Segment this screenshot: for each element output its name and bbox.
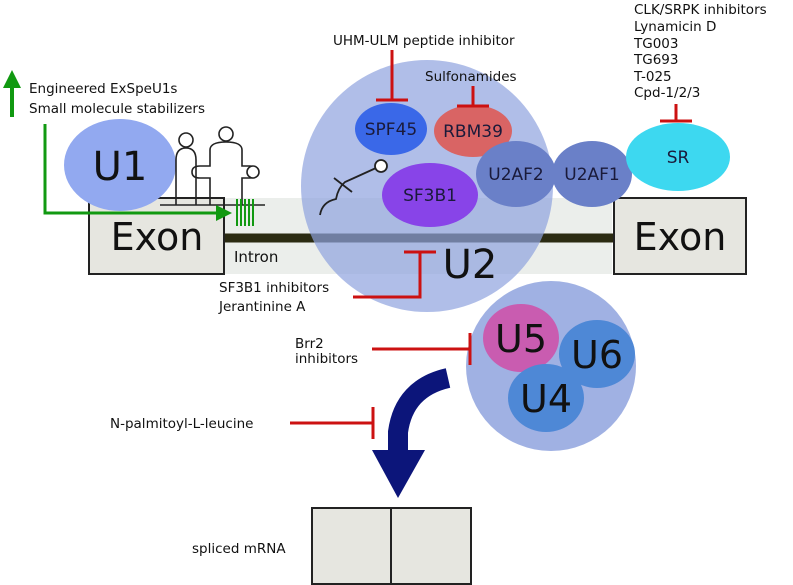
u5-snrnp xyxy=(483,304,559,372)
sulfonamides-label: Sulfonamides xyxy=(425,69,517,85)
u2-label: U2 xyxy=(443,242,498,288)
intron-label: Intron xyxy=(234,248,278,266)
sf3b1-protein xyxy=(382,163,478,227)
exon-left-box xyxy=(88,197,225,275)
clk-srpk-line-6: Cpd-1/2/3 xyxy=(634,85,700,101)
rbm39-label: RBM39 xyxy=(443,122,503,142)
uhm-ulm-inhibitor-symbol xyxy=(376,50,408,102)
spliced-mrna-exon-2 xyxy=(390,507,472,585)
sf3b1-label: SF3B1 xyxy=(403,186,457,206)
u2af2-protein xyxy=(476,141,556,207)
u4-snrnp xyxy=(508,364,584,432)
splicing-arrow xyxy=(372,368,451,498)
exon-left-label: Exon xyxy=(111,215,204,259)
u5-label: U5 xyxy=(495,317,547,361)
u2af2-label: U2AF2 xyxy=(488,165,543,185)
u6-snrnp xyxy=(559,320,635,388)
u4-label: U4 xyxy=(520,377,572,421)
sr-protein xyxy=(626,123,730,191)
clk-srpk-line-3: TG003 xyxy=(633,36,678,52)
spliced-mrna-label: spliced mRNA xyxy=(192,541,286,557)
exon-right-box xyxy=(613,197,747,275)
u1-label: U1 xyxy=(93,144,148,190)
palmitoyl-inhibitor-symbol xyxy=(290,407,375,439)
binding-site-stripes xyxy=(236,199,254,226)
palmitoyl-label: N-palmitoyl-L-leucine xyxy=(110,416,253,432)
brr2-line-2: inhibitors xyxy=(295,351,358,367)
uhm-ulm-label: UHM-ULM peptide inhibitor xyxy=(333,33,515,49)
sf3b1-inhibitor-line-2: Jerantinine A xyxy=(218,299,306,315)
brr2-line-1: Brr2 xyxy=(295,336,324,352)
u1-snrna-icon xyxy=(160,126,265,206)
u1-modulator-line-2: Small molecule stabilizers xyxy=(29,101,205,117)
clk-srpk-line-2: Lynamicin D xyxy=(634,19,716,35)
u2af1-protein xyxy=(552,141,632,207)
clk-srpk-inhibitor-symbol xyxy=(660,104,692,123)
sr-label: SR xyxy=(667,148,690,168)
spliced-mrna-exon-1 xyxy=(311,507,392,585)
u1-activation-arrow xyxy=(3,70,232,221)
u1-modulator-line-1: Engineered ExSpeU1s xyxy=(29,81,177,97)
u2af1-label: U2AF1 xyxy=(564,165,619,185)
clk-srpk-line-1: CLK/SRPK inhibitors xyxy=(634,2,767,18)
sf3b1-inhibitor-line-1: SF3B1 inhibitors xyxy=(219,280,329,296)
spf45-protein xyxy=(355,103,427,155)
exon-right-label: Exon xyxy=(634,215,727,259)
clk-srpk-line-4: TG693 xyxy=(633,52,678,68)
sulfonamides-inhibitor-symbol xyxy=(457,86,489,108)
spf45-label: SPF45 xyxy=(365,120,417,140)
rna-loop-icon xyxy=(319,159,388,216)
brr2-inhibitor-symbol xyxy=(372,333,472,365)
clk-srpk-line-5: T-025 xyxy=(633,69,672,85)
rbm39-protein xyxy=(434,105,512,157)
u6-label: U6 xyxy=(571,333,623,377)
sf3b1-inhibitor-symbol xyxy=(353,250,436,299)
u1-snrnp xyxy=(64,119,176,211)
